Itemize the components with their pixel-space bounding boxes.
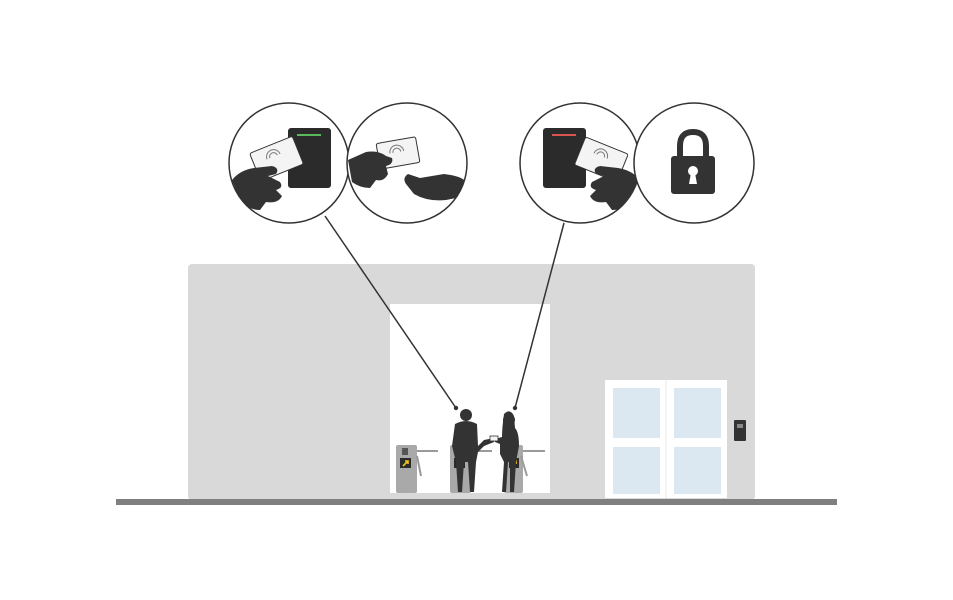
ground-line: [116, 499, 837, 505]
card-reader-icon: [734, 420, 746, 441]
person-silhouette-icon: [452, 409, 494, 492]
hand-passing-card-icon: [346, 102, 468, 224]
turnstile-icon: [396, 445, 438, 493]
callout-line: [324, 215, 457, 409]
glass-door: [605, 380, 727, 498]
callout-line: [514, 222, 565, 409]
hand-card-reader-green-icon: [228, 102, 350, 224]
hand-card-reader-red-icon: [519, 102, 641, 224]
person-silhouette-icon: [495, 411, 519, 492]
access-card: [489, 435, 499, 442]
padlock-icon: [633, 102, 755, 224]
